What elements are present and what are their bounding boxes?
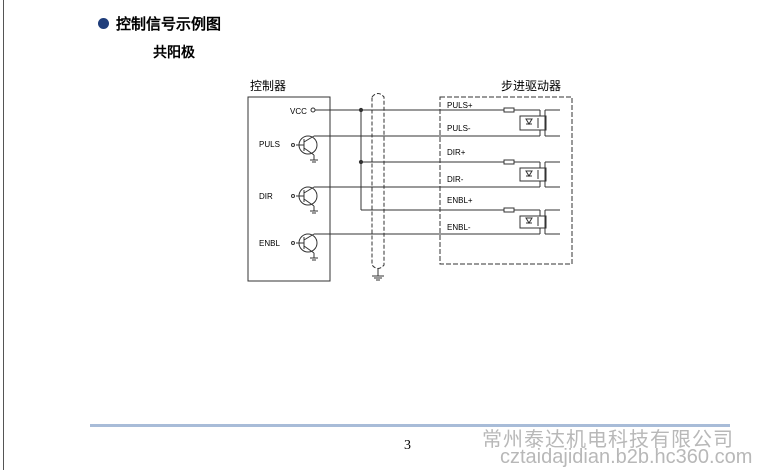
optocoupler-icon [519,215,547,229]
enbl-transistor-icon [291,233,330,261]
controller-box [247,96,331,282]
section-subtitle: 共阳极 [153,44,195,60]
bullet-icon [98,18,109,29]
terminal-dir-minus: DIR- [447,175,464,184]
dir-transistor-icon [291,186,330,214]
footer-rule [90,424,730,427]
section-title: 控制信号示例图 [116,16,222,33]
cable-shield [371,93,385,269]
driver-internal-wiring [440,107,560,235]
enbl-label: ENBL [259,239,280,248]
watermark-company: 常州泰达机电科技有限公司 [482,429,734,451]
controller-title: 控制器 [250,79,286,93]
junction-dot [358,159,364,165]
terminal-puls-plus: PULS+ [447,101,473,110]
optocoupler-icon [519,167,547,182]
puls-label: PULS [259,140,280,149]
page-number: 3 [404,438,411,453]
ground-icon [372,275,384,281]
terminal-enbl-plus: ENBL+ [447,196,473,205]
dir-label: DIR [259,192,273,201]
terminal-dir-plus: DIR+ [447,148,466,157]
watermark-url: cztaidajidian.b2b.hc360.com [500,446,753,468]
terminal-puls-minus: PULS- [447,124,471,133]
page-left-border [3,0,4,470]
terminal-enbl-minus: ENBL- [447,223,471,232]
vcc-label: VCC [290,107,307,116]
driver-title: 步进驱动器 [501,79,561,93]
section-heading: 控制信号示例图 [98,13,221,34]
optocoupler-icon [519,115,547,131]
junction-dot [358,107,364,113]
vcc-terminal [310,107,316,113]
puls-transistor-icon [291,135,330,163]
driver-box [439,96,573,265]
